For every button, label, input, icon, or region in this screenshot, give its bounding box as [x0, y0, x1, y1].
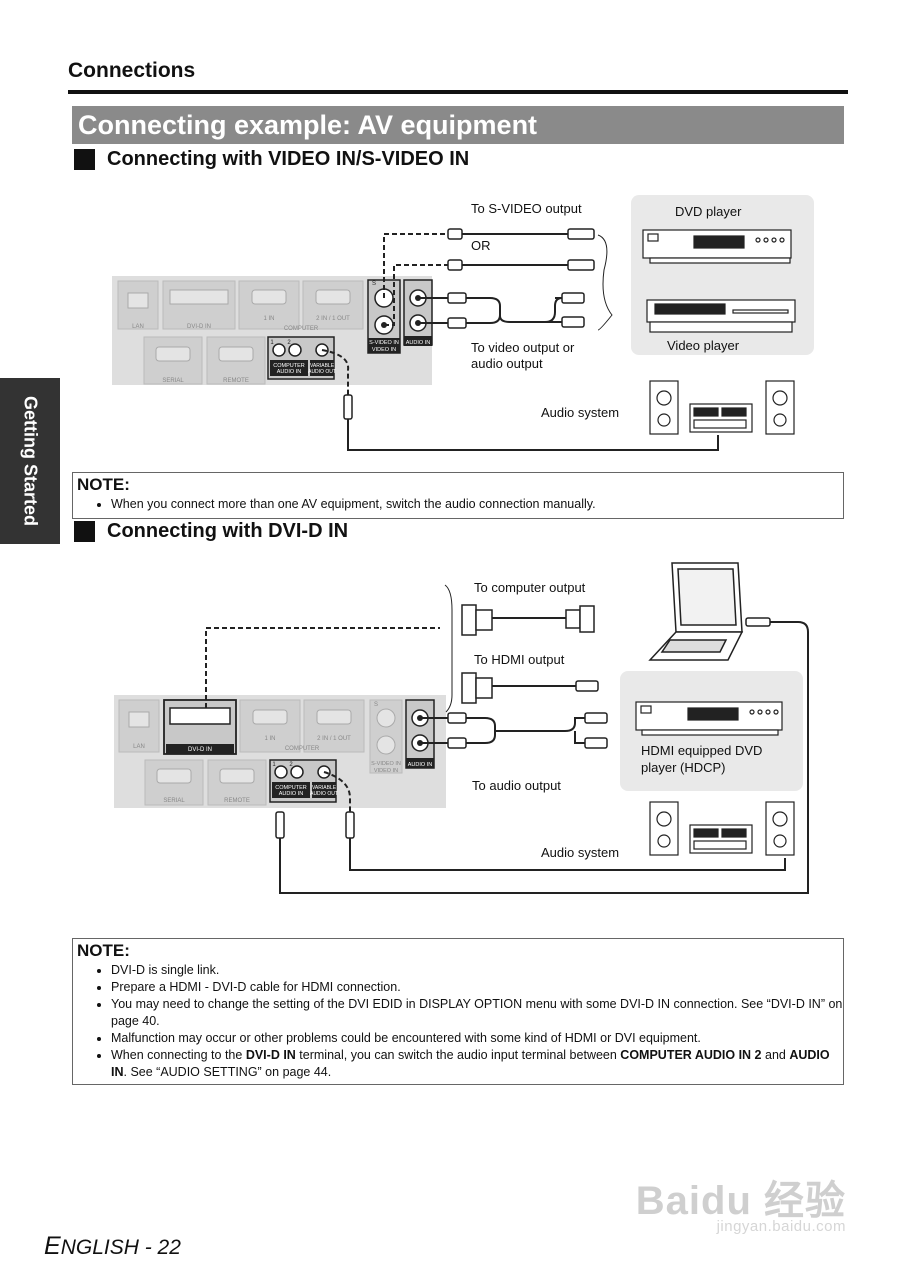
label-audio-system-2: Audio system	[541, 845, 620, 860]
audio-system-icon-1	[649, 380, 795, 435]
side-tab	[0, 378, 60, 544]
dvd-player-icon	[642, 229, 792, 264]
note2-text: and	[761, 1048, 790, 1062]
note2-text: When connecting to the	[111, 1048, 246, 1062]
panel-comp-audio-2: AUDIO IN	[277, 369, 301, 375]
label-audio-system-1: Audio system	[541, 405, 620, 420]
panel2-videoin-label: VIDEO IN	[374, 768, 398, 774]
page-title: Connecting example: AV equipment	[72, 106, 844, 144]
panel2-in2-label: 2 IN / 1 OUT	[317, 736, 351, 742]
page-footer: ENGLISH - 22	[44, 1232, 181, 1261]
panel-1-label: 1	[270, 340, 274, 346]
label-hdmi-output: To HDMI output	[474, 652, 565, 667]
panel2-var-audio-2: AUDIO OUT	[310, 791, 338, 797]
panel-lan-label: LAN	[132, 324, 144, 330]
note2-text: terminal, you can switch the audio input…	[295, 1048, 621, 1062]
heading-square-icon	[74, 149, 95, 170]
section-label: Connections	[68, 59, 196, 82]
note2-item: Malfunction may occur or other problems …	[111, 1030, 843, 1047]
note2-item: DVI-D is single link.	[111, 962, 843, 979]
panel-in2-label: 2 IN / 1 OUT	[316, 316, 350, 322]
note-box-1: NOTE: When you connect more than one AV …	[72, 472, 844, 519]
panel2-svideo-label: S-VIDEO IN	[371, 761, 401, 767]
baidu-watermark-url: jingyan.baidu.com	[716, 1218, 846, 1235]
note2-text: . See “AUDIO SETTING” on page 44.	[123, 1065, 332, 1079]
note2-bold-computer-audio: COMPUTER AUDIO IN 2	[620, 1048, 762, 1062]
panel-labels-2: LAN DVI-D IN 1 IN 2 IN / 1 OUT COMPUTER …	[133, 702, 432, 804]
panel-videoin-label: VIDEO IN	[372, 347, 396, 353]
panel2-1-label: 1	[272, 762, 276, 768]
panel2-2-label: 2	[289, 762, 293, 768]
note2-bold-audio-in: AUDIO IN	[111, 1048, 830, 1079]
panel-labels-1: LAN DVI-D IN 1 IN 2 IN / 1 OUT COMPUTER …	[132, 281, 430, 384]
label-or: OR	[471, 238, 491, 253]
section2-heading: Connecting with DVI-D IN	[74, 520, 348, 543]
cables-1	[321, 233, 719, 451]
cables-2	[205, 617, 809, 894]
panel-dvi-label: DVI-D IN	[187, 324, 211, 330]
panel-computer-label: COMPUTER	[284, 326, 319, 332]
panel2-audioin-label: AUDIO IN	[408, 762, 432, 768]
panel2-lan-label: LAN	[133, 744, 145, 750]
note2-item: Prepare a HDMI - DVI-D cable for HDMI co…	[111, 979, 843, 996]
hdmi-dvd-player-icon	[635, 701, 783, 736]
panel-audioin-label: AUDIO IN	[406, 340, 430, 346]
bracket-1	[597, 234, 613, 331]
panel-comp-audio-1: COMPUTER	[273, 363, 305, 369]
label-svideo-output: To S-VIDEO output	[471, 201, 582, 216]
label-dvd-player: DVD player	[675, 204, 742, 219]
label-audio-output: To audio output	[472, 778, 561, 793]
header-rule	[68, 90, 848, 94]
section1-heading: Connecting with VIDEO IN/S-VIDEO IN	[74, 148, 469, 171]
panel-svideo-label: S-VIDEO IN	[369, 340, 399, 346]
panel2-dvi-label: DVI-D IN	[188, 747, 212, 753]
panel2-comp-audio-1: COMPUTER	[275, 785, 307, 791]
label-video-player: Video player	[667, 338, 740, 353]
note1-list: When you connect more than one AV equipm…	[73, 496, 843, 513]
label-video-output-2: audio output	[471, 356, 543, 371]
section2-heading-text: Connecting with DVI-D IN	[107, 520, 349, 542]
note2-title: NOTE:	[77, 941, 130, 960]
panel-remote-label: REMOTE	[223, 378, 249, 384]
heading-square-icon	[74, 521, 95, 542]
label-hdmi-dvd-1: HDMI equipped DVD	[641, 743, 763, 758]
label-video-output-1: To video output or	[471, 340, 575, 355]
panel2-s-label: S	[374, 702, 378, 708]
plugs-1	[343, 228, 595, 420]
projector-terminal-panel-1	[112, 276, 433, 385]
projector-terminal-panel-2	[114, 695, 446, 808]
note-box-2: NOTE: DVI-D is single link. Prepare a HD…	[72, 938, 844, 1085]
panel-var-audio-1: VARIABLE	[310, 363, 335, 369]
section1-heading-text: Connecting with VIDEO IN/S-VIDEO IN	[107, 148, 470, 170]
laptop-icon	[648, 562, 744, 661]
note2-bold-dvi: DVI-D IN	[245, 1048, 296, 1062]
note1-item: When you connect more than one AV equipm…	[111, 496, 843, 513]
label-computer-output: To computer output	[474, 580, 586, 595]
note2-item: When connecting to the DVI-D IN terminal…	[111, 1047, 843, 1081]
panel2-serial-label: SERIAL	[163, 798, 185, 804]
panel2-remote-label: REMOTE	[224, 798, 250, 804]
footer-cap: E	[44, 1232, 61, 1260]
video-player-icon	[646, 299, 796, 333]
note1-title: NOTE:	[77, 475, 130, 494]
panel-s-label: S	[372, 281, 376, 287]
audio-system-icon-2	[649, 801, 795, 856]
panel-var-audio-2: AUDIO OUT	[308, 369, 336, 375]
baidu-watermark-logo: Baidu 经验	[635, 1179, 846, 1223]
panel2-computer-label: COMPUTER	[285, 746, 320, 752]
note2-list: DVI-D is single link. Prepare a HDMI - D…	[73, 962, 843, 1081]
panel-in1-label: 1 IN	[263, 316, 274, 322]
note2-item: You may need to change the setting of th…	[111, 996, 843, 1030]
panel-2-label: 2	[287, 340, 291, 346]
plugs-2	[275, 604, 771, 839]
footer-text: NGLISH - 22	[60, 1236, 181, 1259]
bracket-2	[444, 584, 453, 713]
panel2-comp-audio-2: AUDIO IN	[279, 791, 303, 797]
panel2-in1-label: 1 IN	[264, 736, 275, 742]
panel2-var-audio-1: VARIABLE	[312, 785, 337, 791]
label-hdmi-dvd-2: player (HDCP)	[641, 760, 726, 775]
panel-serial-label: SERIAL	[162, 378, 184, 384]
